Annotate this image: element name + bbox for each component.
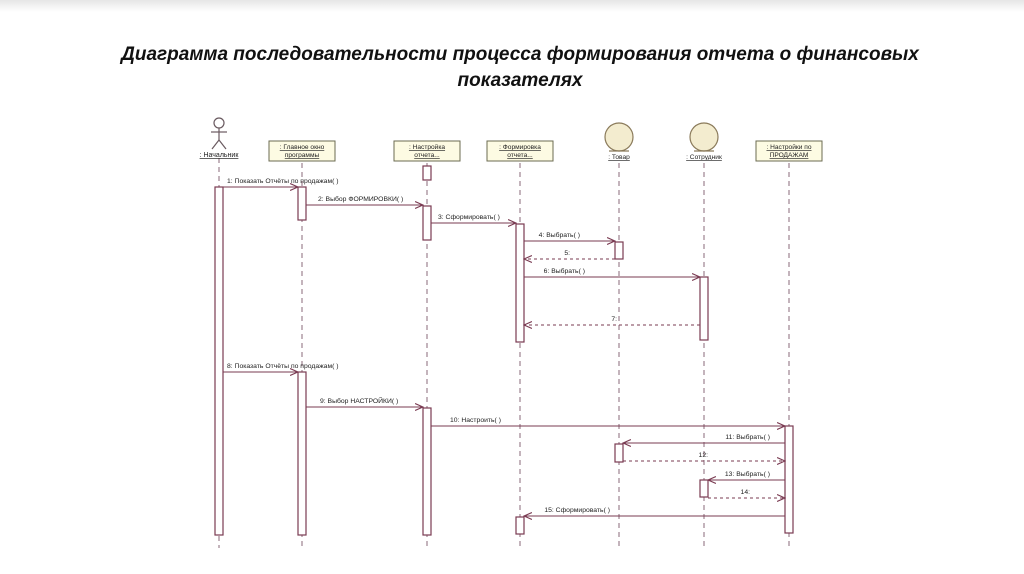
activation-bar-formirovka [515, 516, 525, 535]
participant-label: программы [285, 152, 320, 159]
activation-bar-sotrudnik [699, 276, 709, 341]
activation-bar-glavnoe [297, 186, 307, 221]
message-label: 15: Сформировать( ) [544, 507, 610, 514]
participant-label: : Товар [608, 154, 630, 161]
message-label: 3: Сформировать( ) [438, 214, 500, 221]
message-label: 13: Выбрать( ) [725, 470, 770, 478]
message-label: 7: [611, 316, 617, 323]
message-label: 1: Показать Отчёты по продажам( ) [227, 178, 339, 185]
participant-label: : Сотрудник [686, 154, 722, 161]
slide-top-shadow [0, 0, 1024, 12]
participant-label: : Начальник [200, 152, 240, 159]
message-label: 5: [564, 250, 570, 257]
activation-bar-glavnoe [297, 371, 307, 536]
participant-box-nastroiki_prod [755, 140, 823, 162]
activation-bar-nastroika [422, 165, 432, 181]
activation-bar-formirovka [515, 223, 525, 343]
message-label: 9: Выбор НАСТРОЙКИ( ) [320, 396, 398, 405]
participant-label: отчета... [414, 152, 440, 159]
message-label: 10: Настроить( ) [450, 417, 501, 424]
activation-bar-nastroika [422, 407, 432, 536]
activation-bar-nachalnik [214, 186, 224, 536]
slide-title: Диаграмма последовательности процесса фо… [121, 44, 919, 91]
participant-box-formirovka [486, 140, 554, 162]
actor-icon [211, 117, 227, 150]
message-label: 4: Выбрать( ) [539, 231, 580, 239]
participant-box-glavnoe [268, 140, 336, 162]
entity-icon [604, 122, 634, 152]
activation-bar-sotrudnik [699, 479, 709, 498]
message-label: 12: [699, 452, 709, 459]
activation-bar-tovar [614, 443, 624, 463]
participant-label: ПРОДАЖАМ [770, 152, 809, 159]
participant-label: : Формировка [499, 144, 541, 151]
participant-label: : Главное окно [280, 144, 325, 151]
participant-label: отчета... [507, 152, 533, 159]
message-label: 14: [741, 489, 751, 496]
activation-bar-nastroika [422, 205, 432, 241]
message-label: 8: Показать Отчёты по продажам( ) [227, 363, 339, 370]
message-label: 6: Выбрать( ) [544, 267, 585, 275]
message-label: 11: Выбрать( ) [725, 433, 770, 441]
activation-bar-tovar [614, 241, 624, 260]
participant-label: : Настройка [409, 143, 445, 151]
message-label: 2: Выбор ФОРМИРОВКИ( ) [318, 195, 403, 203]
participant-box-nastroika [393, 140, 461, 162]
activation-bar-nastroiki_prod [784, 425, 794, 534]
participant-label: : Настройки по [766, 143, 811, 151]
entity-icon [689, 122, 719, 152]
